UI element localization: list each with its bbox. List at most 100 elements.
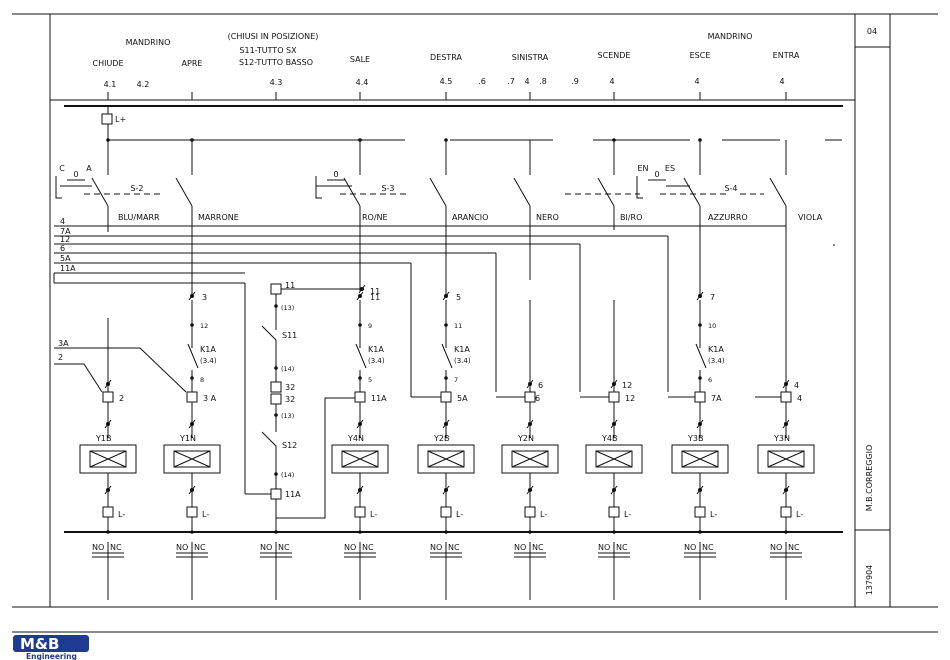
coil-diag bbox=[341, 450, 361, 460]
drawing-frame bbox=[12, 13, 938, 633]
coil-diag bbox=[767, 458, 787, 468]
page-number: 04 bbox=[867, 27, 877, 36]
supply-negative-label: L- bbox=[370, 510, 377, 519]
wire-color-label: RO/NE bbox=[362, 213, 388, 222]
valve-input-box bbox=[608, 391, 620, 403]
column-label: ESCE bbox=[690, 51, 711, 60]
selector-s2-zero: 0 bbox=[73, 170, 78, 179]
limit-term-11A: 11A bbox=[285, 490, 301, 499]
solenoid-out-conn bbox=[356, 485, 364, 495]
nc-label: NC bbox=[362, 543, 374, 552]
limit-11A-box bbox=[270, 488, 282, 500]
solenoid-Y2N-coil bbox=[511, 450, 549, 468]
selector-s4-zero: 0 bbox=[654, 170, 659, 179]
k1a-contact-destra-blade bbox=[441, 343, 453, 369]
group-mandrino-left: MANDRINO bbox=[126, 38, 171, 47]
terminal-destra-mid-label: 11 bbox=[454, 322, 462, 330]
connection-slash bbox=[610, 379, 618, 389]
limit-14-dot bbox=[274, 366, 278, 370]
valve-input-label: 4 bbox=[797, 394, 802, 403]
solenoid-Y4B-coil bbox=[595, 450, 633, 468]
coil-diag bbox=[529, 450, 549, 460]
nc-label: NC bbox=[448, 543, 460, 552]
terminal-col6-label: 6 bbox=[538, 381, 543, 390]
supply-negative-label: L- bbox=[202, 510, 209, 519]
terminal-esce-low bbox=[698, 376, 702, 380]
connection-slash bbox=[442, 485, 450, 495]
connection-slash bbox=[610, 485, 618, 495]
terminal-sale-low-label: 5 bbox=[368, 376, 372, 384]
solenoid-out-conn bbox=[526, 485, 534, 495]
supply-negative-box bbox=[440, 506, 452, 518]
valve-input-label: 2 bbox=[119, 394, 124, 403]
wire-color-label: NERO bbox=[536, 213, 559, 222]
terminal-apre-top-label: 3 bbox=[202, 293, 207, 302]
solenoid-feed-conn bbox=[610, 419, 618, 429]
solenoid-Y3B-coil bbox=[681, 450, 719, 468]
solenoid-Y2B-label: Y2B bbox=[433, 434, 449, 443]
coil-diag bbox=[613, 450, 633, 460]
supply-positive-box bbox=[101, 113, 113, 125]
neg-junction bbox=[190, 530, 194, 534]
valve-input-box bbox=[186, 391, 198, 403]
wire-color-label: BLU/MARR bbox=[118, 213, 160, 222]
neg-junction bbox=[698, 530, 702, 534]
column-ref: 4.4 bbox=[356, 78, 369, 87]
no-label: NO bbox=[598, 543, 610, 552]
limit-term-13: (13) bbox=[281, 304, 294, 312]
s12-label: S12 bbox=[282, 441, 297, 450]
terminal-destra-low bbox=[444, 376, 448, 380]
wire-color-label: AZZURRO bbox=[708, 213, 748, 222]
logo-banner bbox=[13, 635, 89, 652]
limit-term-32a: 32 bbox=[285, 383, 295, 392]
column-ref: 4 bbox=[779, 77, 784, 86]
connection-slash bbox=[696, 291, 704, 301]
no-label: NO bbox=[92, 543, 104, 552]
solenoid-Y1N-label: Y1N bbox=[179, 434, 196, 443]
k1a-contact-esce-blade bbox=[695, 343, 707, 369]
selector-s4-handle bbox=[636, 176, 643, 199]
k1a-contact-sale-blade bbox=[355, 343, 367, 369]
coil-diag bbox=[595, 450, 615, 460]
supply-negative-label: L- bbox=[796, 510, 803, 519]
selector-contact bbox=[343, 177, 361, 207]
column-label: SINISTRA bbox=[512, 53, 549, 62]
valve-input-label: 5A bbox=[457, 394, 468, 403]
terminal-sale-top-label: 11 bbox=[370, 293, 380, 302]
valve-input-label: 11A bbox=[371, 394, 387, 403]
supply-positive-label: L+ bbox=[115, 115, 126, 124]
selector-contact bbox=[429, 177, 447, 207]
supply-negative-box bbox=[780, 506, 792, 518]
solenoid-feed-conn bbox=[356, 419, 364, 429]
solenoid-out-conn bbox=[610, 485, 618, 495]
connection-slash bbox=[442, 291, 450, 301]
nc-label: NC bbox=[194, 543, 206, 552]
connection-slash bbox=[526, 419, 534, 429]
s11-label: S11 bbox=[282, 331, 297, 340]
limit-11-node bbox=[358, 284, 366, 294]
connection-slash bbox=[782, 379, 790, 389]
s11-switch bbox=[261, 325, 277, 356]
coil-diag bbox=[529, 458, 549, 468]
solenoid-feed-conn bbox=[782, 419, 790, 429]
k1a-ref: (3.4) bbox=[368, 357, 385, 365]
mb-engineering-logo: M&B Engineering bbox=[13, 635, 89, 660]
nc-label: NC bbox=[702, 543, 714, 552]
extra-ref: .9 bbox=[571, 77, 579, 86]
neg-junction bbox=[528, 530, 532, 534]
no-label: NO bbox=[514, 543, 526, 552]
supply-negative-label: L- bbox=[710, 510, 717, 519]
terminal-destra-top bbox=[442, 291, 450, 301]
column-label: ENTRA bbox=[773, 51, 800, 60]
selector-contact bbox=[175, 177, 193, 207]
logo-subtitle: Engineering bbox=[26, 652, 77, 660]
terminal-destra-top-label: 5 bbox=[456, 293, 461, 302]
valve-input-label: 7A bbox=[711, 394, 722, 403]
